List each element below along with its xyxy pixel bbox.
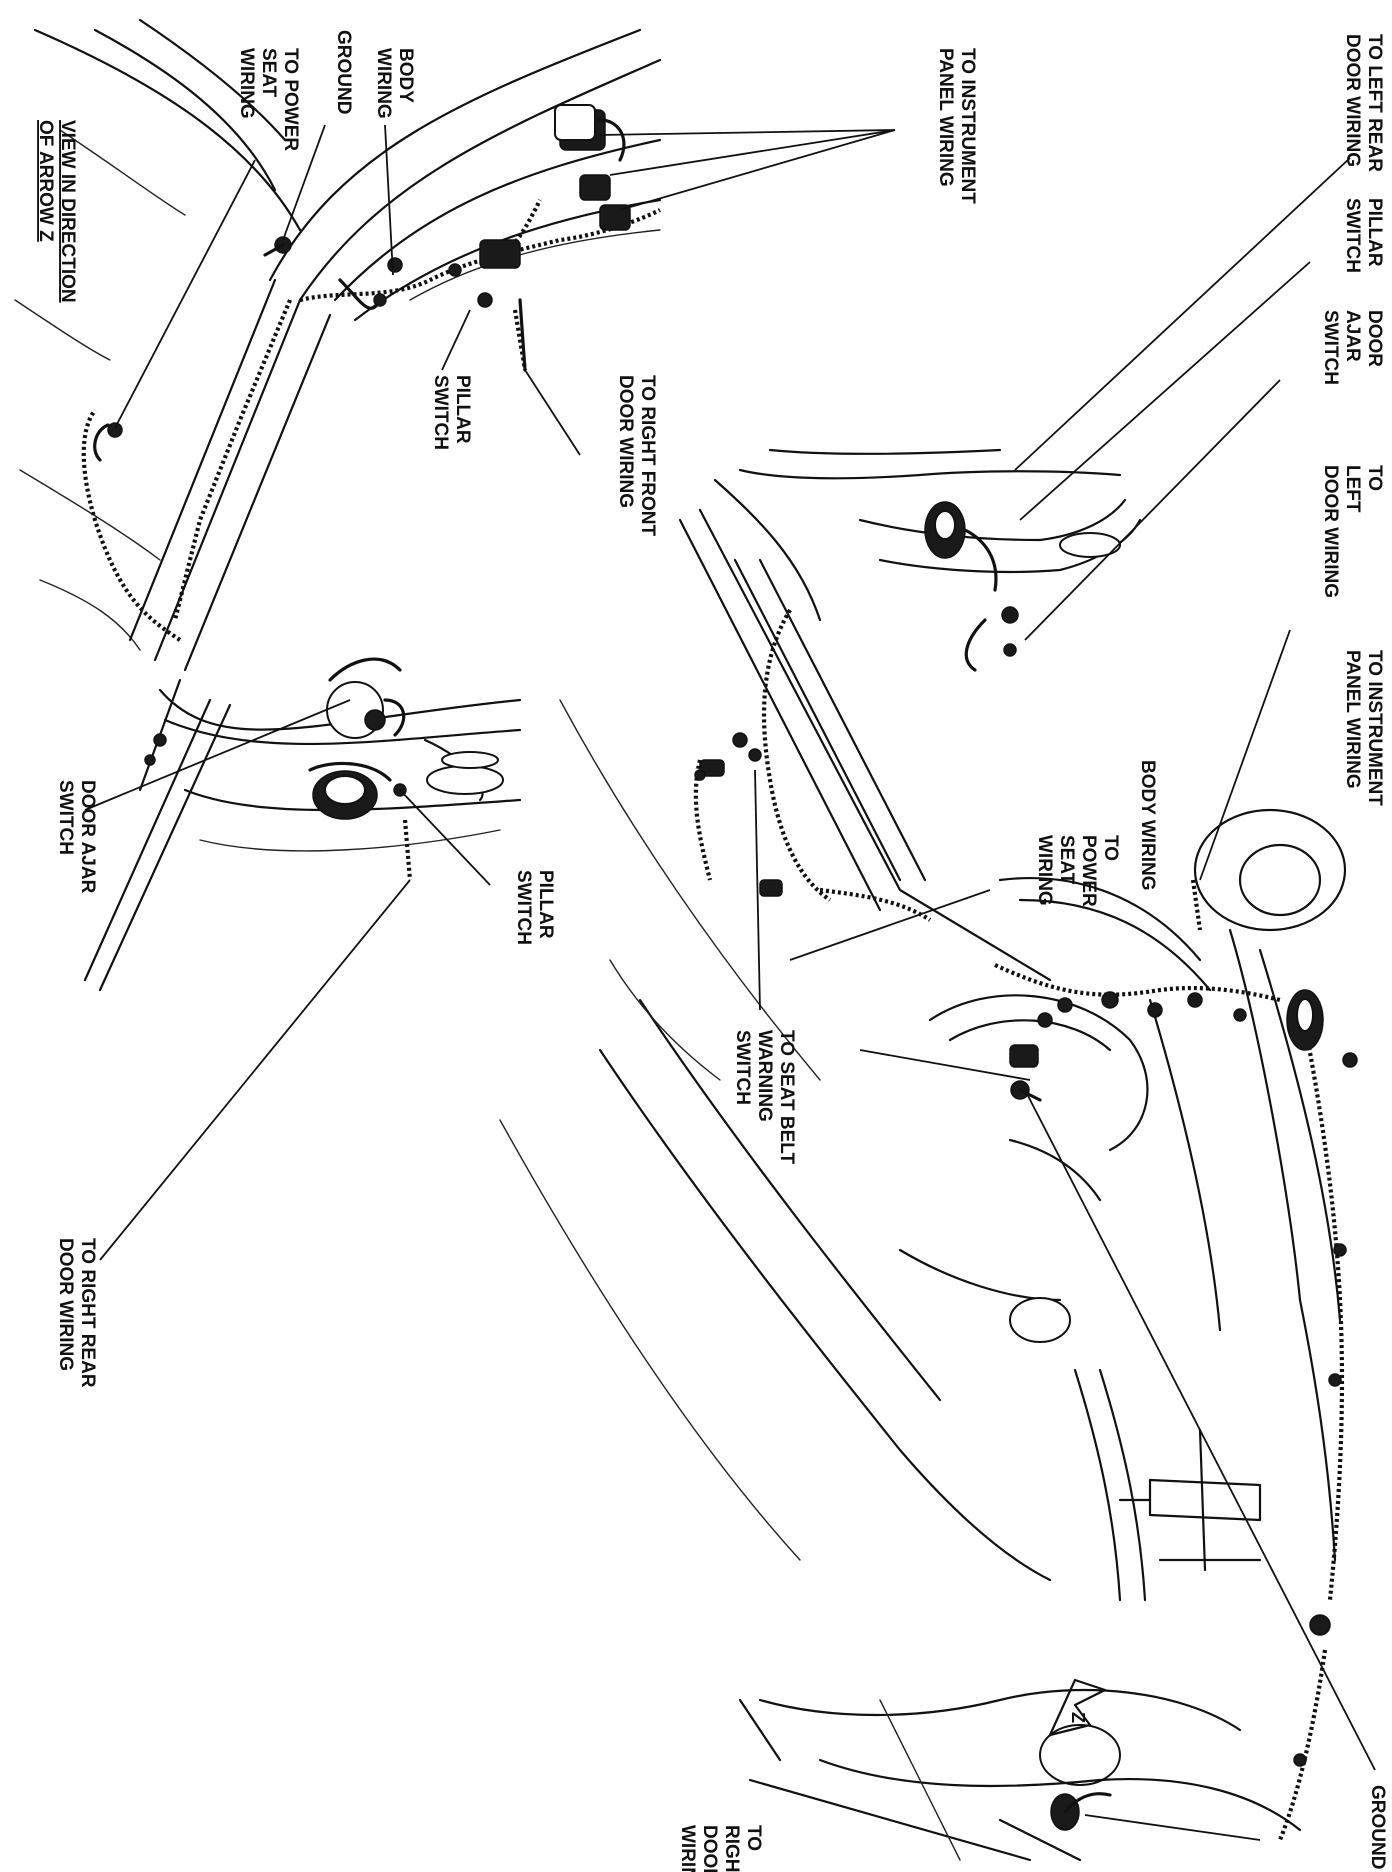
callout-text: OF ARROW Z xyxy=(35,120,56,242)
callout-text: POWER xyxy=(1078,835,1099,907)
callout-text: DOOR xyxy=(699,1825,720,1872)
label-to-left-rear-door-wiring: TO LEFT REAR DOOR WIRING xyxy=(1342,34,1385,172)
callout-text: AJAR xyxy=(1342,310,1363,362)
label-to-right-door-wiring: TO RIGHT DOOR WIRING xyxy=(677,1825,764,1872)
vehicle-body-view: Z xyxy=(499,448,1358,1862)
callout-text: BODY WIRING xyxy=(1137,760,1158,891)
callout-text: PANEL WIRING xyxy=(1342,650,1363,789)
label-to-right-rear-door-wiring: TO RIGHT REAR DOOR WIRING xyxy=(55,1238,98,1388)
callout-text: PILLAR xyxy=(452,375,473,444)
label-door-ajar-switch-left: DOOR AJAR SWITCH xyxy=(55,780,98,894)
callout-text: DOOR WIRING xyxy=(1342,34,1363,167)
callout-text: SWITCH xyxy=(1342,198,1363,273)
callout-text: TO INSTRUMENT xyxy=(957,48,978,204)
callout-text: BODY xyxy=(395,48,416,103)
label-pillar-switch-mid: PILLAR SWITCH xyxy=(430,375,473,450)
callout-text: GROUND xyxy=(333,30,354,114)
callout-text: VIEW IN DIRECTION xyxy=(57,120,78,303)
callout-text: SWITCH xyxy=(55,780,76,855)
label-to-instrument-panel-wiring-top: TO INSTRUMENT PANEL WIRING xyxy=(935,48,978,204)
callout-text: GROUND xyxy=(1367,1785,1388,1869)
callout-text: WIRING xyxy=(236,48,257,119)
label-to-left-door-wiring: TO LEFT DOOR WIRING xyxy=(1320,465,1385,598)
label-ground-right: GROUND xyxy=(1367,1785,1388,1869)
callout-text: DOOR WIRING xyxy=(1320,465,1341,598)
label-body-wiring-right: BODY WIRING xyxy=(1137,760,1158,891)
callout-text: PANEL WIRING xyxy=(935,48,956,187)
callout-text: SWITCH xyxy=(1320,310,1341,385)
callout-text: WIRING xyxy=(373,48,394,119)
callout-text: TO LEFT REAR xyxy=(1364,34,1385,172)
callout-text: DOOR WIRING xyxy=(615,375,636,508)
callout-text: WIRING xyxy=(677,1825,698,1872)
callout-text: PILLAR xyxy=(1364,198,1385,267)
callout-text: WARNING xyxy=(754,1030,775,1122)
callout-text: SWITCH xyxy=(430,375,451,450)
callout-text: TO SEAT BELT xyxy=(776,1030,797,1164)
callout-text: TO xyxy=(1100,835,1121,861)
label-body-wiring-left: BODY WIRING xyxy=(373,48,416,119)
callout-text: DOOR AJAR xyxy=(77,780,98,894)
callout-text: WIRING xyxy=(1034,835,1055,906)
label-to-instrument-panel-wiring-right: TO INSTRUMENT PANEL WIRING xyxy=(1342,650,1385,806)
callout-text: PILLAR xyxy=(535,870,556,939)
callout-labels: TO LEFT REAR DOOR WIRING PILLAR SWITCH D… xyxy=(35,30,1388,1872)
label-door-ajar-switch-top: DOOR AJAR SWITCH xyxy=(1320,310,1385,385)
label-pillar-switch-left: PILLAR SWITCH xyxy=(513,870,556,945)
callout-text: TO xyxy=(743,1825,764,1851)
leader-lines xyxy=(84,124,1376,1841)
callout-text: DOOR WIRING xyxy=(55,1238,76,1371)
callout-text: DOOR xyxy=(1364,310,1385,367)
callout-text: RIGHT xyxy=(721,1825,742,1872)
label-view-in-direction: VIEW IN DIRECTION OF ARROW Z xyxy=(35,120,78,303)
label-to-power-seat-wiring-left: TO POWER SEAT WIRING xyxy=(236,48,301,151)
arrow-z-detail-view xyxy=(14,18,662,992)
label-to-seat-belt-warning-switch: TO SEAT BELT WARNING SWITCH xyxy=(732,1030,797,1164)
arrow-z-marker: Z xyxy=(1048,1678,1107,1737)
callout-text: TO POWER xyxy=(280,48,301,151)
callout-text: SEAT xyxy=(1056,835,1077,885)
callout-text: SEAT xyxy=(258,48,279,98)
callout-text: TO INSTRUMENT xyxy=(1364,650,1385,806)
label-to-right-front-door-wiring: TO RIGHT FRONT DOOR WIRING xyxy=(615,375,658,537)
label-pillar-switch-top: PILLAR SWITCH xyxy=(1342,198,1385,273)
callout-text: TO RIGHT FRONT xyxy=(637,375,658,537)
label-to-power-seat-wiring-right: TO POWER SEAT WIRING xyxy=(1034,835,1121,907)
callout-text: SWITCH xyxy=(732,1030,753,1105)
callout-text: TO RIGHT REAR xyxy=(77,1238,98,1388)
label-ground-left: GROUND xyxy=(333,30,354,114)
callout-text: SWITCH xyxy=(513,870,534,945)
callout-text: LEFT xyxy=(1342,465,1363,513)
arrow-z-letter: Z xyxy=(1068,1712,1088,1723)
callout-text: TO xyxy=(1364,465,1385,491)
